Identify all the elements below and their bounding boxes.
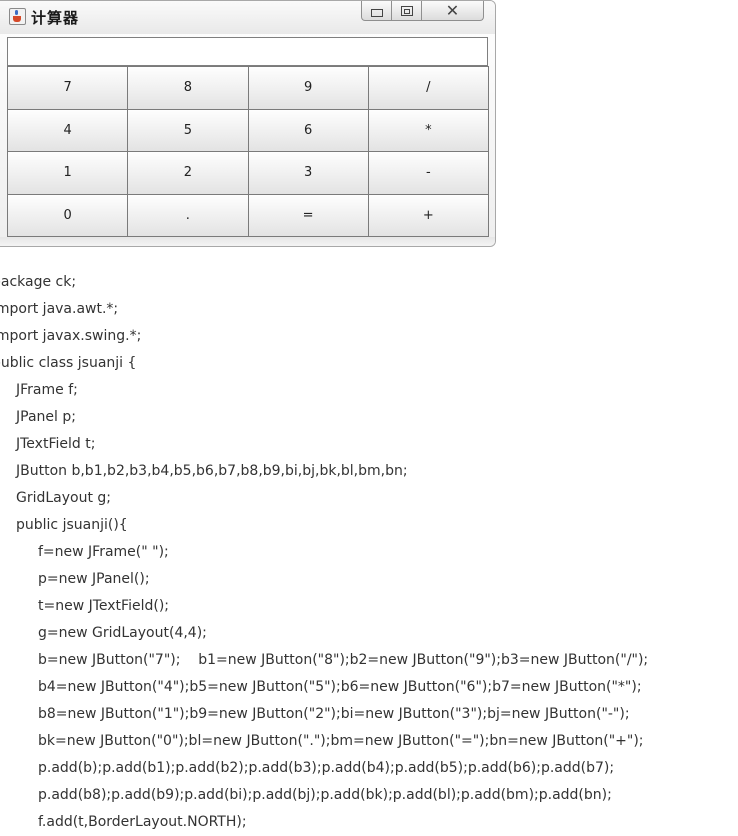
maximize-button[interactable]: [392, 1, 422, 21]
code-line: p.add(b);p.add(b1);p.add(b2);p.add(b3);p…: [38, 760, 615, 776]
code-listing: package ck; import java.awt.*; import java…: [0, 269, 738, 836]
key-button[interactable]: .: [127, 193, 249, 237]
code-line: bk=new JButton("0");bl=new JButton(".");…: [38, 733, 644, 749]
minimize-icon: [370, 8, 383, 17]
code-line: public class jsuanji {: [0, 355, 137, 371]
code-line: import javax.swing.*;: [0, 328, 142, 344]
code-line: b8=new JButton("1");b9=new JButton("2");…: [38, 706, 630, 722]
close-button[interactable]: ✕: [422, 1, 484, 21]
title-bar[interactable]: 计算器 ✕: [0, 1, 495, 34]
code-line: f.add(t,BorderLayout.NORTH);: [38, 814, 247, 830]
key-button[interactable]: 4: [7, 108, 129, 152]
code-line: JFrame f;: [16, 382, 78, 398]
display-field[interactable]: [7, 37, 488, 66]
key-button[interactable]: 9: [247, 66, 369, 110]
key-button[interactable]: +: [367, 193, 489, 237]
java-app-icon: [9, 8, 26, 25]
code-line: f=new JFrame(" ");: [38, 544, 169, 560]
code-line: JPanel p;: [16, 409, 76, 425]
window-title: 计算器: [31, 9, 80, 27]
key-button[interactable]: *: [367, 108, 489, 152]
key-button[interactable]: -: [367, 151, 489, 195]
key-button[interactable]: 3: [247, 151, 369, 195]
code-line: b4=new JButton("4");b5=new JButton("5");…: [38, 679, 642, 695]
code-line: JButton b,b1,b2,b3,b4,b5,b6,b7,b8,b9,bi,…: [16, 463, 408, 479]
code-line: package ck;: [0, 274, 77, 290]
key-button[interactable]: =: [247, 193, 369, 237]
key-button[interactable]: 8: [127, 66, 249, 110]
key-button[interactable]: /: [367, 66, 489, 110]
code-line: t=new JTextField();: [38, 598, 170, 614]
key-button[interactable]: 7: [7, 66, 129, 110]
window-controls: ✕: [361, 1, 489, 23]
minimize-button[interactable]: [361, 1, 392, 21]
code-line: g=new GridLayout(4,4);: [38, 625, 207, 641]
key-button[interactable]: 2: [127, 151, 249, 195]
key-button[interactable]: 5: [127, 108, 249, 152]
code-line: public jsuanji(){: [16, 517, 128, 533]
close-icon: ✕: [445, 0, 460, 20]
code-line: b=new JButton("7"); b1=new JButton("8");…: [38, 652, 649, 668]
code-line: p.add(b8);p.add(b9);p.add(bi);p.add(bj);…: [38, 787, 612, 803]
code-line: GridLayout g;: [16, 490, 112, 506]
key-button[interactable]: 1: [7, 151, 129, 195]
code-line: import java.awt.*;: [0, 301, 119, 317]
code-line: p=new JPanel();: [38, 571, 150, 587]
window-bottom-edge: [0, 237, 495, 246]
key-button[interactable]: 0: [7, 193, 129, 237]
code-line: JTextField t;: [16, 436, 96, 452]
maximize-icon: [400, 5, 413, 16]
key-button[interactable]: 6: [247, 108, 369, 152]
